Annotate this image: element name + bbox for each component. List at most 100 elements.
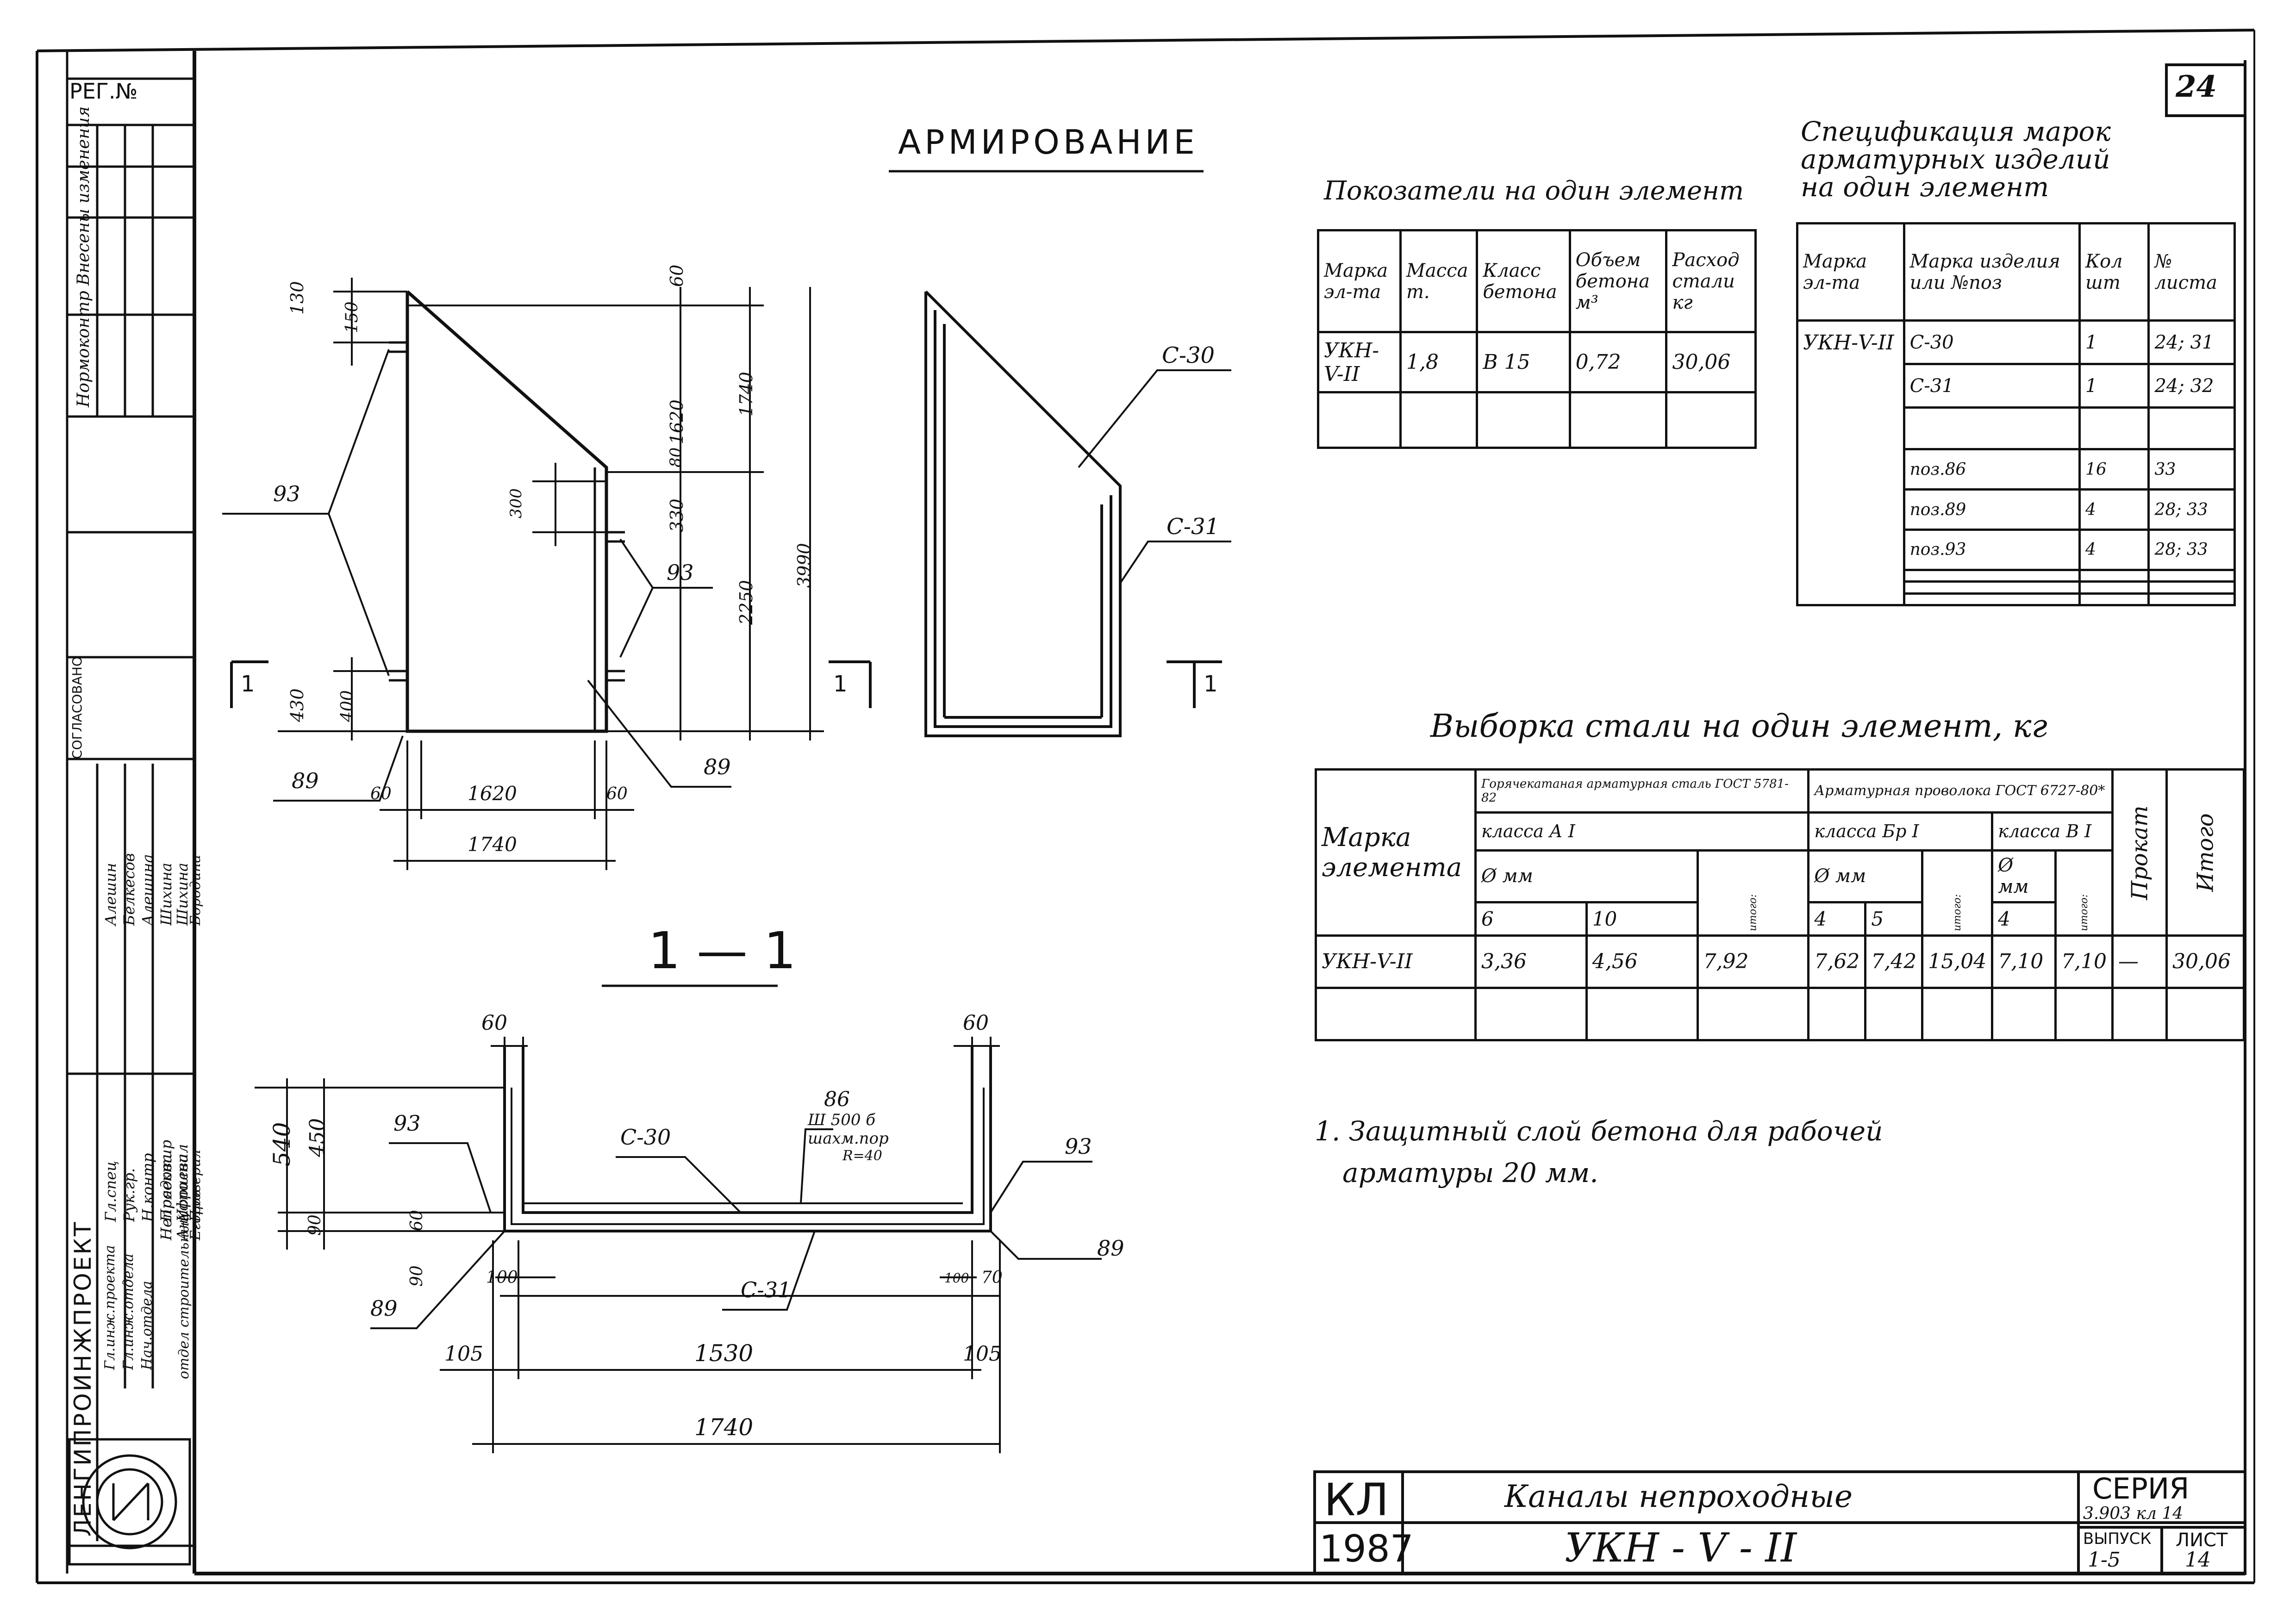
steel-caption: Выборка стали на один элемент, кг [1430,708,2047,745]
steel-header-group2: Арматурная проволока ГОСТ 6727-80* [1807,768,2114,814]
dim-150: 150 [343,301,362,333]
indicators-header-mark: Марка эл-та [1317,229,1402,333]
spec-row-sheet: 24; 31 [2147,319,2236,366]
spec-row-qty [2078,568,2150,583]
indicators-volume: 0,72 [1568,331,1668,393]
sec-dim-450: 450 [306,1118,329,1157]
sidebar-name-4: Шихина [157,863,175,926]
pos-86-radius: R=40 [842,1148,882,1164]
reg-label: РЕГ.№ [69,79,138,104]
spec-row-sheet [2147,406,2236,451]
sidebar-name-6: Бородина [187,854,204,926]
steel-dia-bp1: Ø мм [1807,849,1924,903]
steel-header-itogo: Итого [2166,769,2244,936]
sec-dim-90-a: 90 [306,1214,324,1236]
sidebar-name-3: Алешина [139,854,156,926]
spec-caption-1: Спецификация марок [1801,116,2111,147]
sec-dim-105-right: 105 [963,1342,1002,1366]
steel-diameter: 4 [1807,901,1867,937]
steel-row-cell: 7,10 [1991,934,2057,989]
indicators-header-steel: Расход стали кг [1665,229,1757,333]
spec-row-qty [2078,592,2150,607]
dim-60-left: 60 [370,784,392,803]
steel-class-a1: класса А I [1474,811,1810,852]
title-block-name: Каналы непроходные [1504,1479,1853,1514]
steel-row-cell: 7,92 [1696,934,1810,989]
spec-row-sheet [2147,568,2236,583]
sidebar-role-2: Рук.гр. [120,1168,138,1222]
title-block-list-label: ЛИСТ [2176,1530,2228,1551]
steel-class-bp1: класса Бр I [1807,811,1994,852]
indicators-caption: Покозатели на один элемент [1324,176,1744,206]
spec-row-sheet [2147,580,2236,595]
spec-row-item [1903,406,2081,451]
steel-row-mark: УКН-V-II [1315,934,1477,989]
dim-60-top: 60 [667,264,687,287]
steel-class-b1: класса В I [1991,811,2114,852]
spec-row-item [1903,568,2081,583]
dim-60-right: 60 [606,784,628,803]
steel-row-cell: 7,62 [1807,934,1867,989]
sidebar-dept: отдел строительный [176,1213,192,1379]
sec-dim-1740: 1740 [694,1414,754,1441]
title-block-code: УКН - V - II [1565,1525,1797,1571]
spec-row-item: поз.86 [1903,448,2081,491]
steel-header-prokat: Прокат [2112,769,2167,936]
spec-header-element: Марка эл-та [1796,222,1905,322]
spec-row-qty: 4 [2078,528,2150,571]
sidebar-bottom-role-1: Гл.инж.проекта [102,1245,118,1370]
spec-header-qty: Кол шт [2078,222,2150,322]
steel-table: Марка элемента Горячекатаная арматурная … [1315,768,2245,1042]
steel-diameter: 5 [1864,901,1924,937]
pos-89-left: 89 [292,768,319,793]
c31-label: С-31 [1167,514,1220,540]
changes-header: Нормоконтр Внесены изменения [74,106,93,407]
spec-header-item: Марка изделия или №поз [1903,222,2081,322]
steel-header-group1: Горячекатаная арматурная сталь ГОСТ 5781… [1474,768,1810,814]
title-block-series-label: СЕРИЯ [2092,1472,2190,1506]
sec-pos-89-left: 89 [370,1296,398,1321]
spec-row-qty [2078,406,2150,451]
indicators-header-volume: Объем бетона м³ [1568,229,1668,333]
steel-row-cell: 15,04 [1921,934,1994,989]
section-title: 1 — 1 [648,921,796,980]
dim-1740-horizontal: 1740 [468,833,517,856]
steel-row-cell: 4,56 [1585,934,1699,989]
steel-diameter: 4 [1991,901,2057,937]
sheet-number: 24 [2176,69,2217,104]
spec-row-sheet: 28; 33 [2147,528,2236,571]
spec-row-qty: 16 [2078,448,2150,491]
sidebar-role-1: Гл.спец [102,1161,119,1222]
title-block-issue: 1-5 [2088,1548,2121,1572]
title-block-series: 3.903 кл 14 [2083,1504,2184,1523]
dim-2250: 2250 [736,580,756,625]
sec-dim-100-left: 100 [486,1268,518,1287]
spec-row-item: С-30 [1903,319,2081,366]
sidebar-bottom-role-2: Гл.инж.отдела [120,1253,137,1370]
spec-header-sheet: № листа [2147,222,2236,322]
spec-row-qty: 4 [2078,488,2150,531]
spec-element-mark: УКН-V-II [1796,319,1905,606]
steel-header-mark: Марка элемента [1315,768,1477,937]
spec-row-qty [2078,580,2150,595]
title-block-year: 1987 [1319,1527,1414,1570]
title-block-kl: КЛ [1324,1474,1389,1526]
sec-dim-60-right: 60 [963,1011,989,1035]
indicators-steel: 30,06 [1665,331,1757,393]
spec-table: Марка эл-та Марка изделия или №поз Кол ш… [1796,222,2236,607]
steel-row-cell: 7,42 [1864,934,1924,989]
dim-1620-horizontal: 1620 [468,782,517,805]
sidebar-name-2: Белкесов [120,853,138,926]
agreed-label: СОГЛАСОВАНО [69,656,85,759]
sec-dim-1530: 1530 [694,1340,754,1367]
sec-c31-label: С-31 [741,1277,792,1302]
spec-row-sheet: 28; 33 [2147,488,2236,531]
indicators-mass: 1,8 [1399,331,1479,393]
steel-row-cell: 7,10 [2054,934,2114,989]
pos-93-right: 93 [667,560,694,585]
steel-subtotal-a1: итого: [1697,850,1809,936]
steel-subtotal-b1: итого: [2055,850,2113,936]
sec-c30-label: С-30 [620,1125,671,1150]
spec-row-qty: 1 [2078,319,2150,366]
section-mark-right: 1 [833,671,848,697]
